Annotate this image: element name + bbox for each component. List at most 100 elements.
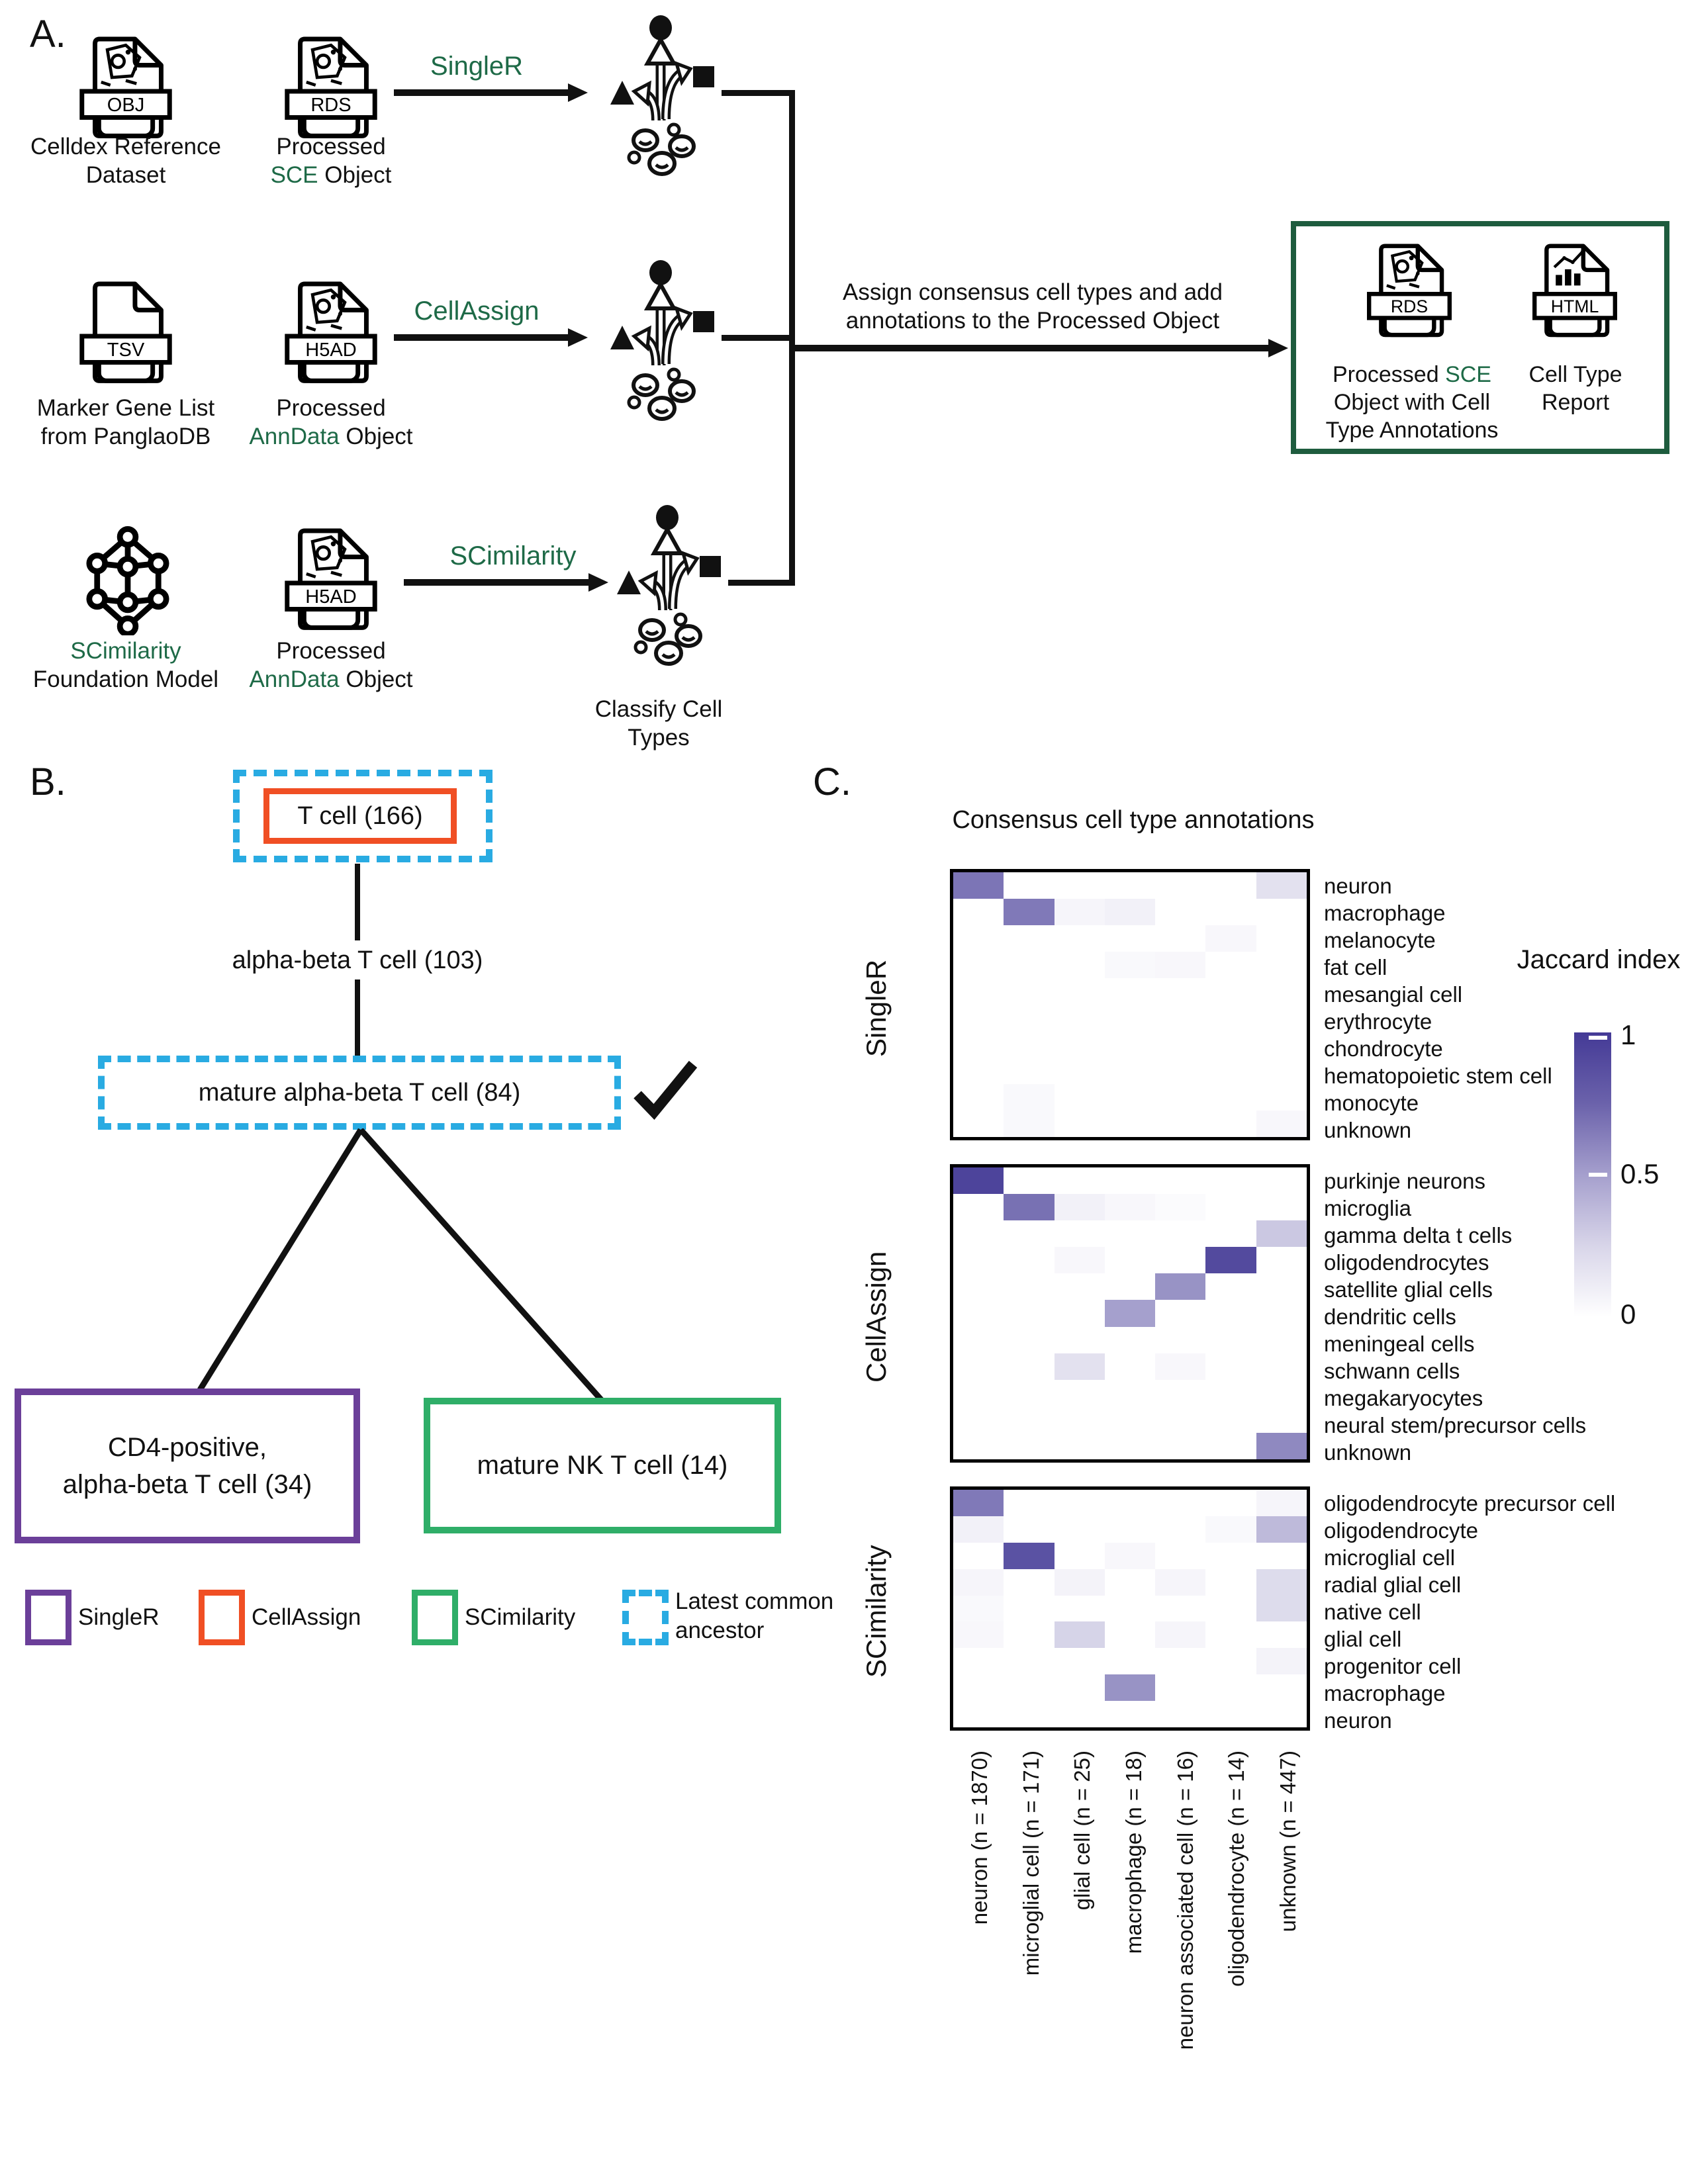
heatmap-cell-r3c3 [1104,1247,1156,1274]
heatmap-row-label: oligodendrocyte [1324,1518,1478,1543]
classify-icon-graphic [610,15,714,176]
caption-rest: Object [339,424,413,449]
obj-file-icon: OBJ [79,34,172,144]
heatmap-cell-r8c6 [1256,1701,1307,1727]
heatmap-cell-r0c2 [1054,1167,1105,1195]
cd4-node-line1: CD4-positive, [107,1433,267,1462]
heatmap-cell-r5c0 [953,1005,1004,1031]
heatmap-cell-r3c5 [1205,952,1256,978]
classify-icon-graphic [617,505,721,666]
heatmap-cell-r2c1 [1004,1220,1055,1248]
heatmap-cell-r3c1 [1004,952,1055,978]
heatmap-cell-r3c1 [1004,1569,1055,1596]
caption-line: Type Annotations [1325,418,1499,443]
heatmap-cell-r2c6 [1256,1542,1307,1569]
heatmap-row-label: oligodendrocytes [1324,1250,1489,1275]
output-box [1291,221,1669,454]
file-ext-label: OBJ [107,95,144,116]
heatmap-cell-r3c0 [953,1569,1004,1596]
heatmap-row-label: native cell [1324,1599,1421,1624]
heatmap-cell-r6c5 [1205,1326,1256,1353]
caption-line: Celldex Reference [30,134,221,159]
colorbar-title: Jaccard index [1517,945,1681,974]
legend-label-ancestor: Latest common ancestor [675,1587,833,1645]
heatmap-cell-r2c4 [1155,925,1206,952]
heatmap-row-label: fat cell [1324,954,1387,979]
heatmap-cell-r2c2 [1054,925,1105,952]
heatmap-cell-r0c4 [1155,1490,1206,1516]
output-rds-file-icon: RDS [1367,242,1452,342]
legend-label-scimilarity: SCimilarity [465,1604,576,1630]
heatmap-row-label: neural stem/precursor cells [1324,1412,1587,1437]
arrow-graphic [394,328,588,347]
heatmap-cell-r0c1 [1004,1490,1055,1516]
file-icon-graphic: HTML [1532,244,1617,338]
heatmap-cell-r4c0 [953,1595,1004,1622]
heatmap-cell-r8c1 [1004,1084,1055,1111]
heatmap-column-label: neuron (n = 1870) [966,1751,992,1925]
heatmap-cell-r1c4 [1155,1194,1206,1221]
heatmap-cell-r9c0 [953,1406,1004,1433]
heatmap-cell-r4c6 [1256,978,1307,1005]
heatmap-cell-r4c1 [1004,978,1055,1005]
heatmap-cell-r7c6 [1256,1058,1307,1084]
heatmap-cell-r7c5 [1205,1674,1256,1702]
collector-line [789,90,795,586]
heatmap-cell-r10c6 [1256,1432,1307,1459]
heatmap-cell-r2c3 [1104,925,1156,952]
heatmap-cell-r7c3 [1104,1353,1156,1380]
heatmap-column-label: neuron associated cell (n = 16) [1172,1751,1197,2050]
heatmap-cell-r10c2 [1054,1432,1105,1459]
heatmap-cell-r8c5 [1205,1379,1256,1406]
caption-line: Report [1541,390,1610,415]
heatmap-cell-r0c3 [1104,872,1156,899]
heatmap-cell-r2c0 [953,1542,1004,1569]
heatmap-cell-r3c3 [1104,1569,1156,1596]
heatmap-cell-r5c6 [1256,1621,1307,1649]
heatmap-row-label: gamma delta t cells [1324,1222,1513,1248]
heatmap-cell-r8c0 [953,1701,1004,1727]
tcell-node-label: T cell (166) [297,801,423,830]
heatmap-cell-r8c3 [1104,1084,1156,1111]
sce-green-text: SCE [1445,362,1491,387]
heatmap-cell-r5c2 [1054,1621,1105,1649]
heatmap-cell-r9c3 [1104,1406,1156,1433]
alpha-beta-node-label: alpha-beta T cell (103) [232,946,483,974]
caption-line: AnnData Object [218,422,444,451]
checkmark-icon [632,1059,698,1120]
tcell-ancestor-dashed-box [233,770,492,862]
heatmap-cell-r1c3 [1104,899,1156,925]
heatmap-cell-r4c2 [1054,978,1105,1005]
caption-line: Processed SCE [1306,361,1518,388]
heatmap-cell-r7c4 [1155,1353,1206,1380]
panel-a-label: A. [30,13,66,56]
heatmap-cell-r9c6 [1256,1111,1307,1137]
heatmap-cell-r4c2 [1054,1273,1105,1300]
legend-ancestor-line1: Latest common [675,1588,834,1614]
heatmap-cell-r1c3 [1104,1516,1156,1543]
heatmap-cell-r9c1 [1004,1111,1055,1137]
heatmap-cell-r3c3 [1104,952,1156,978]
heatmap-cell-r0c0 [953,1167,1004,1195]
heatmap-row-label: dendritic cells [1324,1304,1456,1329]
heatmap-cell-r1c5 [1205,1194,1256,1221]
file-icon-graphic: H5AD [285,281,377,383]
heatmap-cell-r0c1 [1004,1167,1055,1195]
heatmap-cell-r9c4 [1155,1111,1206,1137]
heatmap-cell-r0c4 [1155,1167,1206,1195]
heatmap-cell-r8c1 [1004,1379,1055,1406]
caption-line: Cell Type [1528,362,1622,387]
marker-gene-caption: Marker Gene List from PanglaoDB [13,394,238,451]
file-ext-label: RDS [1391,296,1428,316]
cd4-node: CD4-positive, alpha-beta T cell (34) [15,1388,360,1543]
heatmap-cell-r2c1 [1004,1542,1055,1569]
cd4-node-line2: alpha-beta T cell (34) [62,1470,312,1499]
heatmap-cell-r2c5 [1205,925,1256,952]
heatmap-row-label: unknown [1324,1439,1412,1465]
heatmap-cell-r7c1 [1004,1674,1055,1702]
heatmap-cell-r1c2 [1054,1516,1105,1543]
heatmap-cell-r0c3 [1104,1490,1156,1516]
heatmap-cell-r2c4 [1155,1220,1206,1248]
heatmap-cell-r10c5 [1205,1432,1256,1459]
heatmap-row-label: neuron [1324,873,1392,898]
